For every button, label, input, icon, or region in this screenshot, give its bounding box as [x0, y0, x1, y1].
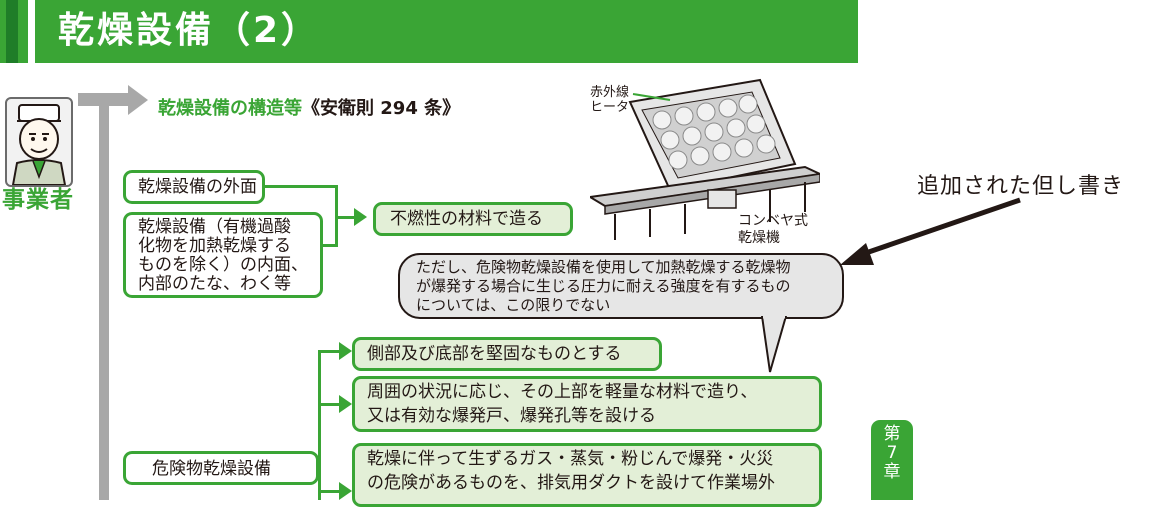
chapter-tab-line-2: 7	[886, 443, 898, 463]
connector-line	[318, 350, 321, 500]
flow-arrow-head-icon	[128, 85, 148, 115]
connector-line	[335, 185, 338, 247]
pointer-arrow-icon	[840, 197, 1021, 265]
box-inner-surfaces: 乾燥設備（有機過酸 化物を加熱乾燥する ものを除く）の内面、 内部のたな、わく等	[123, 212, 323, 298]
connector-line	[318, 490, 340, 493]
req-exhaust-line-2: の危険があるものを、排気用ダクトを設けて作業場外	[367, 473, 775, 493]
section-heading-main: 乾燥設備の構造等	[158, 98, 302, 119]
page-title: 乾燥設備（2）	[58, 10, 321, 51]
connector-line	[323, 244, 337, 247]
title-stripe-dark	[6, 0, 18, 63]
req-roof-line-2: 又は有効な爆発戸、爆発孔等を設ける	[367, 406, 656, 426]
heater-label-line-2: ヒータ	[590, 100, 630, 115]
callout-line-3: については、この限りでない	[416, 296, 611, 314]
connector-line	[265, 185, 337, 188]
flow-vertical-line	[99, 106, 109, 500]
title-bar	[0, 0, 858, 63]
worker-icon	[5, 97, 73, 187]
heater-label-line-1: 赤外線	[590, 85, 630, 100]
connector-line	[318, 350, 340, 353]
chapter-tab-line-3: 章	[883, 462, 901, 482]
req-exhaust-line-1: 乾燥に伴って生ずるガス・蒸気・粉じんで爆発・火災	[367, 449, 774, 469]
result-nonflammable-text: 不燃性の材料で造る	[390, 209, 543, 229]
proviso-callout: ただし、危険物乾燥設備を使用して加熱乾燥する乾燥物 が爆発する場合に生じる圧力に…	[398, 253, 844, 319]
box-dangerous-equipment: 危険物乾燥設備	[123, 451, 319, 485]
arrow-head-icon	[339, 482, 352, 500]
connector-line	[318, 403, 340, 406]
flow-arrow-shaft	[78, 93, 130, 106]
chapter-tab: 第 7 章	[871, 420, 913, 500]
title-stripe-white	[28, 0, 35, 63]
connector-line	[337, 216, 355, 219]
section-heading: 乾燥設備の構造等《安衛則 294 条》	[158, 94, 460, 120]
inner-line-1: 乾燥設備（有機過酸	[138, 217, 291, 237]
machine-label: コンベヤ式 乾燥機	[738, 213, 808, 247]
callout-line-2: が爆発する場合に生じる圧力に耐える強度を有するもの	[416, 277, 791, 295]
actor-label: 事業者	[2, 187, 74, 213]
arrow-head-icon	[354, 208, 367, 226]
req-roof-line-1: 周囲の状況に応じ、その上部を軽量な材料で造り、	[367, 382, 758, 402]
result-nonflammable: 不燃性の材料で造る	[373, 202, 573, 236]
arrow-head-icon	[339, 342, 352, 360]
machine-label-line-2: 乾燥機	[738, 230, 780, 246]
callout-tail-icon	[760, 316, 788, 373]
chapter-tab-line-1: 第	[883, 424, 901, 444]
machine-label-line-1: コンベヤ式	[738, 213, 808, 229]
conveyor-dryer-illustration	[587, 72, 824, 242]
req-exhaust: 乾燥に伴って生ずるガス・蒸気・粉じんで爆発・火災 の危険があるものを、排気用ダク…	[352, 443, 822, 507]
req-roof: 周囲の状況に応じ、その上部を軽量な材料で造り、 又は有効な爆発戸、爆発孔等を設け…	[352, 376, 822, 432]
box-outer-surface: 乾燥設備の外面	[123, 170, 265, 204]
inner-line-4: 内部のたな、わく等	[138, 274, 291, 294]
arrow-head-icon	[339, 395, 352, 413]
heater-label: 赤外線 ヒータ	[590, 85, 629, 115]
callout-line-1: ただし、危険物乾燥設備を使用して加熱乾燥する乾燥物	[416, 258, 791, 276]
inner-line-2: 化物を加熱乾燥する	[138, 236, 291, 256]
added-note: 追加された但し書き	[917, 174, 1125, 199]
section-heading-ref: 《安衛則 294 条》	[302, 98, 461, 119]
req-side-bottom-text: 側部及び底部を堅固なものとする	[367, 344, 622, 364]
inner-line-3: ものを除く）の内面、	[138, 255, 308, 275]
box-outer-surface-text: 乾燥設備の外面	[138, 177, 257, 197]
req-side-bottom: 側部及び底部を堅固なものとする	[352, 337, 662, 371]
box-dangerous-equipment-text: 危険物乾燥設備	[152, 459, 271, 479]
